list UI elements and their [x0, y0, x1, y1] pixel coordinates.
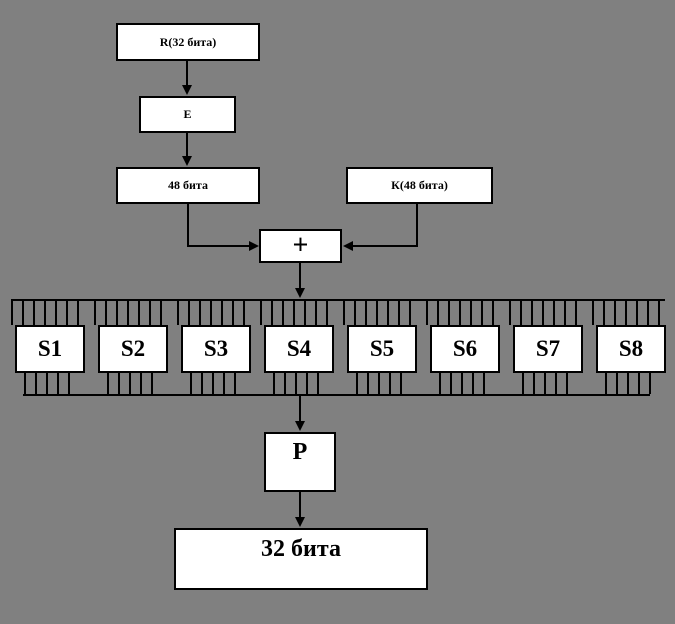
box-xor: +: [259, 229, 342, 263]
elbow-48-to-xor-horizontal: [187, 245, 249, 247]
box-p-permutation: P: [264, 432, 336, 492]
sbox-s3-input-bits: [177, 301, 247, 325]
sbox-s4: S4: [264, 325, 334, 373]
box-output-32-bits: 32 бита: [174, 528, 428, 590]
sbox-s8-input-bits: [592, 301, 662, 325]
elbow-k-to-xor-vertical: [416, 204, 418, 247]
arrow-e-to-48-head: [182, 156, 192, 166]
box-k-48-bits: К(48 бита): [346, 167, 493, 204]
sbox-s6-input-bits: [426, 301, 496, 325]
arrow-xor-to-srow-shaft: [299, 263, 301, 290]
srow-bottom-rail: [23, 394, 650, 396]
arrow-e-to-48-shaft: [186, 133, 188, 158]
box-r-32-bits: R(32 бита): [116, 23, 260, 61]
sbox-s3-output-bits: [190, 373, 240, 394]
sbox-s6-output-bits: [439, 373, 489, 394]
sbox-s1: S1: [15, 325, 85, 373]
elbow-48-to-xor-head: [249, 241, 259, 251]
sbox-s8-output-bits: [605, 373, 655, 394]
sbox-s7: S7: [513, 325, 583, 373]
srow-top-rail: [11, 299, 665, 301]
arrow-srow-to-p-shaft: [299, 396, 301, 423]
sbox-s4-output-bits: [273, 373, 323, 394]
arrow-p-to-out-head: [295, 517, 305, 527]
arrow-srow-to-p-head: [295, 421, 305, 431]
arrow-p-to-out-shaft: [299, 492, 301, 519]
sbox-s5-input-bits: [343, 301, 413, 325]
box-e-expansion: E: [139, 96, 236, 133]
sbox-s3: S3: [181, 325, 251, 373]
elbow-k-to-xor-horizontal: [352, 245, 418, 247]
arrow-r-to-e-head: [182, 85, 192, 95]
elbow-k-to-xor-head: [343, 241, 353, 251]
sbox-s4-input-bits: [260, 301, 330, 325]
sbox-s5-output-bits: [356, 373, 406, 394]
arrow-xor-to-srow-head: [295, 288, 305, 298]
sbox-s1-input-bits: [11, 301, 81, 325]
sbox-s2-input-bits: [94, 301, 164, 325]
sbox-s7-input-bits: [509, 301, 579, 325]
sbox-s5: S5: [347, 325, 417, 373]
arrow-r-to-e-shaft: [186, 61, 188, 88]
sbox-s6: S6: [430, 325, 500, 373]
sbox-s8: S8: [596, 325, 666, 373]
elbow-48-to-xor-vertical: [187, 204, 189, 247]
sbox-s2: S2: [98, 325, 168, 373]
sbox-s2-output-bits: [107, 373, 157, 394]
sbox-s1-output-bits: [24, 373, 74, 394]
box-48-bits: 48 бита: [116, 167, 260, 204]
sbox-s7-output-bits: [522, 373, 572, 394]
